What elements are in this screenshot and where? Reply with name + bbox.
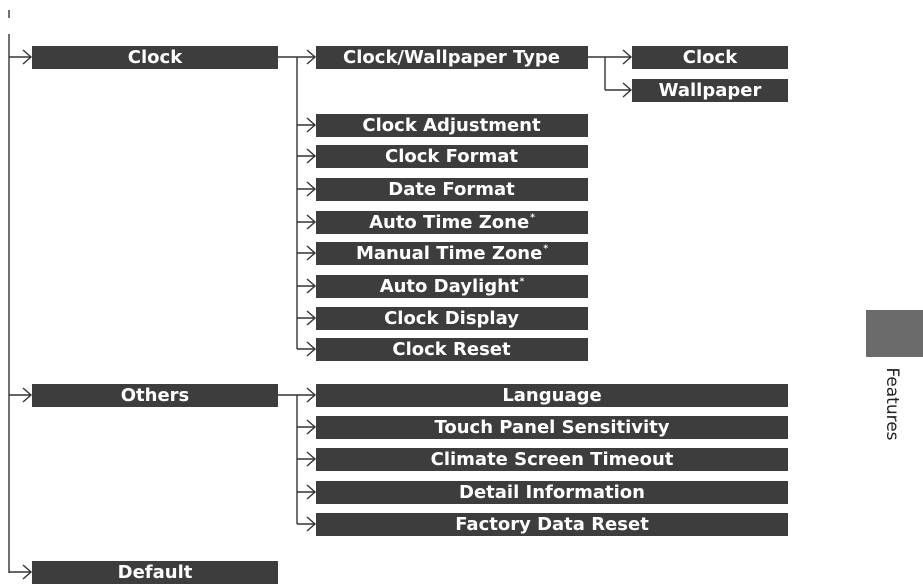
box-label: Auto Time Zone xyxy=(369,212,530,233)
arrow-head xyxy=(22,49,33,65)
box-date-format: Date Format xyxy=(316,178,588,201)
box-clock-adjustment: Clock Adjustment xyxy=(316,114,588,137)
box-label: Clock xyxy=(682,47,738,68)
box-clock-wallpaper-type: Clock/Wallpaper Type xyxy=(316,46,588,69)
box-label: Clock/Wallpaper Type xyxy=(343,47,560,68)
arrow-head xyxy=(306,341,317,357)
box-label: Clock Format xyxy=(385,146,518,167)
box-label: Others xyxy=(120,385,190,406)
box-default: Default xyxy=(32,561,278,584)
arrow-head xyxy=(622,49,633,65)
box-label: Language xyxy=(502,385,602,406)
arrow-head xyxy=(22,387,33,403)
arrow-head xyxy=(306,278,317,294)
box-detail-information: Detail Information xyxy=(316,481,788,504)
box-label: Auto Daylight xyxy=(379,276,519,297)
box-label: Touch Panel Sensitivity xyxy=(434,417,670,438)
box-clock-display: Clock Display xyxy=(316,307,588,330)
arrow-head xyxy=(306,516,317,532)
box-label: Clock Display xyxy=(384,308,519,329)
box-label: Wallpaper xyxy=(658,80,762,101)
box-label: Detail Information xyxy=(459,482,645,503)
box-language: Language xyxy=(316,384,788,407)
arrow-head xyxy=(306,310,317,326)
arrow-head xyxy=(306,49,317,65)
asterisk: * xyxy=(530,213,535,223)
arrow-head xyxy=(306,214,317,230)
box-factory-data-reset: Factory Data Reset xyxy=(316,513,788,536)
box-touch-panel-sensitivity: Touch Panel Sensitivity xyxy=(316,416,788,439)
box-auto-time-zone: Auto Time Zone* xyxy=(316,211,588,234)
arrow-head xyxy=(306,484,317,500)
arrow-head xyxy=(306,387,317,403)
features-tab-label: Features xyxy=(882,367,902,441)
arrow-head xyxy=(306,181,317,197)
box-label: Climate Screen Timeout xyxy=(430,449,674,470)
box-climate-screen-timeout: Climate Screen Timeout xyxy=(316,448,788,471)
asterisk: * xyxy=(543,244,549,254)
box-clock-reset: Clock Reset xyxy=(316,338,588,361)
arrow-head xyxy=(306,117,317,133)
arrow-head xyxy=(306,148,317,164)
box-label: Date Format xyxy=(388,179,515,200)
box-label: Clock Adjustment xyxy=(362,115,541,136)
box-label: Clock Reset xyxy=(392,339,511,360)
box-others: Others xyxy=(32,384,278,407)
box-manual-time-zone: Manual Time Zone* xyxy=(316,242,588,265)
box-label: Factory Data Reset xyxy=(455,514,649,535)
arrow-head xyxy=(22,564,33,580)
box-clock-option: Clock xyxy=(632,46,788,69)
arrow-head xyxy=(306,245,317,261)
box-clock-format: Clock Format xyxy=(316,145,588,168)
arrow-head xyxy=(622,82,633,98)
box-clock: Clock xyxy=(32,46,278,69)
box-label: Manual Time Zone xyxy=(355,243,543,264)
box-label: Default xyxy=(117,562,193,583)
box-auto-daylight: Auto Daylight* xyxy=(316,275,588,298)
arrow-head xyxy=(306,419,317,435)
features-tab-marker xyxy=(866,310,923,357)
arrow-head xyxy=(306,451,317,467)
box-label: Clock xyxy=(127,47,183,68)
box-wallpaper-option: Wallpaper xyxy=(632,79,788,102)
asterisk: * xyxy=(519,277,525,287)
